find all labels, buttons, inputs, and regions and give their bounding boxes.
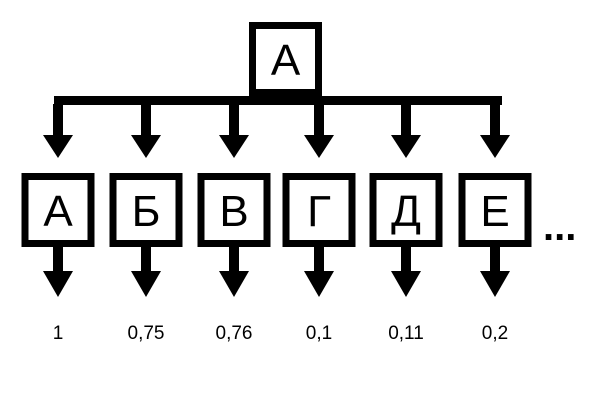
arrow-down-icon <box>219 271 249 297</box>
arrow-down-icon <box>391 271 421 297</box>
child-value: 0,1 <box>306 323 332 344</box>
child-value: 1 <box>53 323 64 344</box>
child-label: А <box>43 187 73 236</box>
value-arrow-shaft <box>314 243 324 273</box>
arrow-down-icon <box>131 271 161 297</box>
arrow-down-icon <box>480 135 510 158</box>
child-node: В 0,76 <box>197 104 271 344</box>
value-arrow-shaft <box>53 243 63 273</box>
arrow-down-icon <box>131 135 161 158</box>
value-arrow-shaft <box>490 243 500 273</box>
arrow-down-icon <box>304 135 334 158</box>
arrow-down-icon <box>391 135 421 158</box>
child-node: Б 0,75 <box>109 104 183 344</box>
child-box <box>21 173 95 247</box>
child-label: Е <box>480 187 509 236</box>
arrow-down-icon <box>43 271 73 297</box>
continuation-ellipsis: ... <box>543 205 576 249</box>
connector-shaft <box>314 104 324 137</box>
arrow-down-icon <box>219 135 249 158</box>
horizontal-bus <box>54 96 502 105</box>
root-label: А <box>271 36 301 85</box>
child-node: Д 0,11 <box>369 104 443 344</box>
arrow-down-icon <box>43 135 73 158</box>
connector-shaft <box>490 104 500 137</box>
child-node: Г 0,1 <box>282 104 356 344</box>
child-node: А1 <box>21 104 95 344</box>
root-node: А <box>249 22 322 96</box>
child-value: 0,11 <box>388 323 424 344</box>
connector-shaft <box>229 104 239 137</box>
child-box <box>282 173 356 247</box>
value-arrow-shaft <box>229 243 239 273</box>
child-label: В <box>219 187 248 236</box>
child-label: Д <box>391 187 421 236</box>
child-box <box>458 173 532 247</box>
connectors <box>54 92 502 105</box>
value-arrow-shaft <box>401 243 411 273</box>
arrow-down-icon <box>480 271 510 297</box>
connector-shaft <box>401 104 411 137</box>
child-value: 0,2 <box>482 323 508 344</box>
child-box <box>197 173 271 247</box>
child-label: Г <box>307 187 331 236</box>
child-label: Б <box>132 187 161 236</box>
arrow-down-icon <box>304 271 334 297</box>
value-arrow-shaft <box>141 243 151 273</box>
child-value: 0,76 <box>216 323 253 344</box>
connector-shaft <box>53 104 63 137</box>
child-node: Е 0,2 <box>458 104 532 344</box>
connector-shaft <box>141 104 151 137</box>
child-value: 0,75 <box>128 323 165 344</box>
